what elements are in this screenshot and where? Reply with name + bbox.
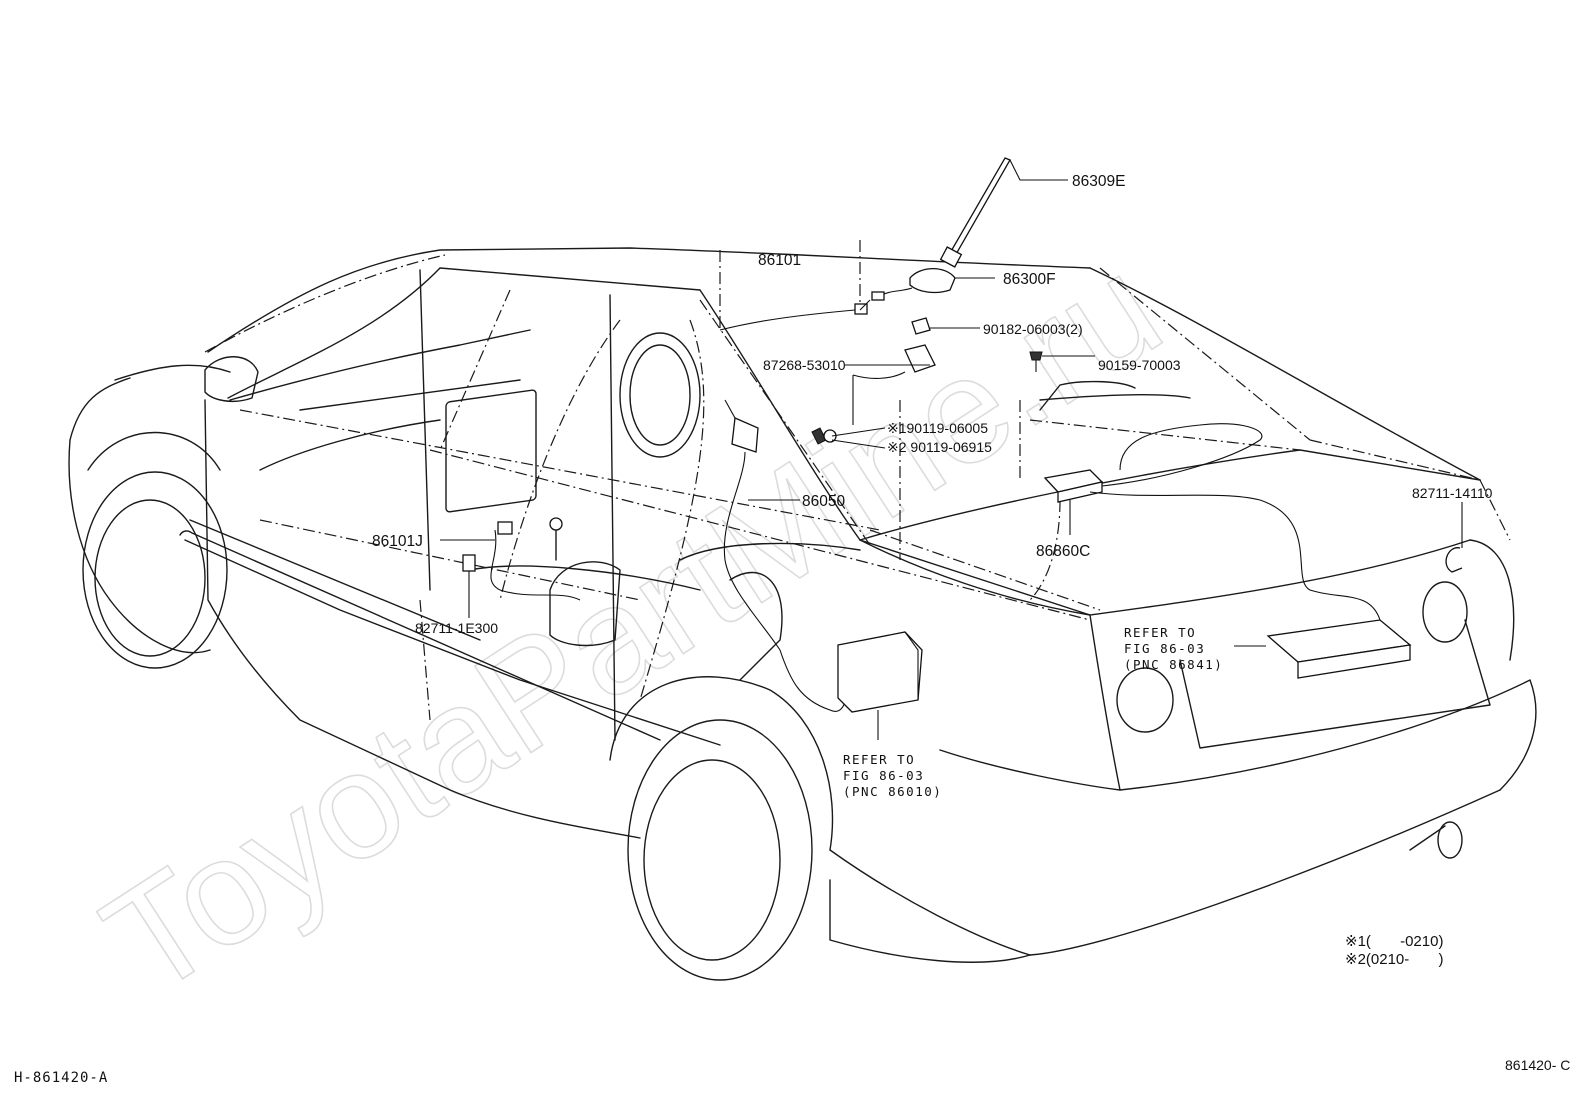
- leader-lines: [440, 159, 1266, 740]
- cd-changer-86841: [1266, 619, 1412, 679]
- refer-rear-line2: FIG 86-03: [1124, 641, 1205, 656]
- footer-left-code: H-861420-A: [14, 1070, 108, 1086]
- bolt-90159: [1029, 351, 1043, 372]
- screw-90119: [811, 427, 837, 445]
- refer-side-line3: (PNC 86010): [843, 784, 942, 799]
- label-82711-14110: 82711-14110: [1412, 485, 1493, 501]
- label-86300F: 86300F: [1003, 271, 1056, 288]
- label-86309E: 86309E: [1072, 173, 1125, 190]
- code-1: ※1( -0210): [1345, 933, 1443, 950]
- nut-90182: [911, 317, 931, 335]
- label-90119-06005: ※190119-06005: [887, 420, 988, 436]
- radio-cable-86101J: [490, 521, 581, 601]
- label-90159-70003: 90159-70003: [1098, 357, 1181, 373]
- label-82711-1E300: 82711-1E300: [415, 620, 498, 636]
- label-86050: 86050: [802, 493, 845, 510]
- label-86101: 86101: [758, 252, 801, 269]
- radio-cable-86050: [723, 399, 846, 712]
- refer-side-line1: REFER TO: [843, 752, 915, 767]
- label-87268-53010: 87268-53010: [763, 357, 846, 373]
- part-number-labels: 86309E 86101 86300F 90182-06003(2) 87268…: [372, 173, 1493, 636]
- antenna-rod: [939, 157, 1011, 268]
- antenna-base: [871, 267, 956, 301]
- refer-note-rear: REFER TO FIG 86-03 (PNC 86841): [1124, 625, 1223, 672]
- label-86101J: 86101J: [372, 533, 423, 550]
- label-90182-06003: 90182-06003(2): [983, 321, 1083, 337]
- phantom-lines: [204, 240, 1511, 721]
- label-90119-06915: ※2 90119-06915: [887, 439, 992, 455]
- refer-rear-line1: REFER TO: [1124, 625, 1196, 640]
- cable-clamp-82711-1E300: [462, 554, 476, 605]
- code-2: ※2(0210- ): [1345, 951, 1443, 968]
- antenna-cable-86101: [719, 303, 868, 331]
- refer-side-line2: FIG 86-03: [843, 768, 924, 783]
- refer-note-side: REFER TO FIG 86-03 (PNC 86010): [843, 752, 942, 799]
- label-86860C: 86860C: [1036, 543, 1090, 560]
- refer-rear-line3: (PNC 86841): [1124, 657, 1223, 672]
- production-codes: ※1( -0210) ※2(0210- ): [1345, 933, 1443, 968]
- antenna-amplifier-86860C: [1043, 423, 1381, 621]
- cable-clamp-82711-14110: [1445, 502, 1463, 573]
- car-body-outline: [68, 247, 1537, 981]
- stereo-component-86010: [837, 631, 923, 713]
- watermark: ToyotaPartMine.ru: [76, 223, 1188, 1027]
- footer-right-code: 861420- C: [1505, 1057, 1570, 1073]
